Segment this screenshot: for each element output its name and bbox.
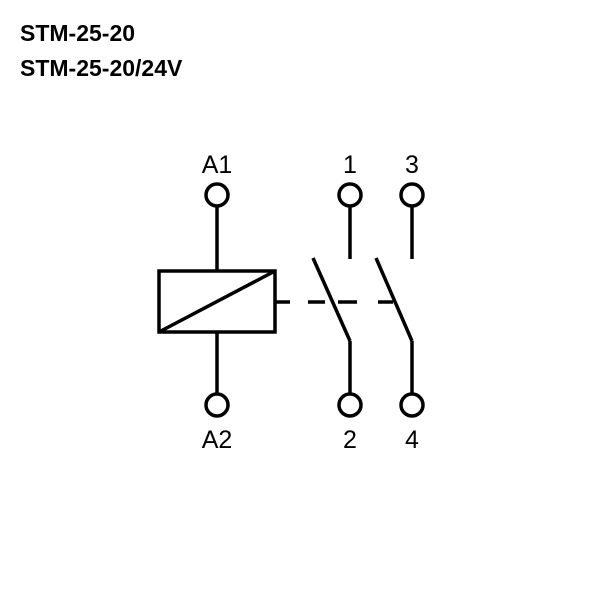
terminal-2-icon	[337, 392, 363, 418]
label-1: 1	[343, 151, 357, 179]
label-2: 2	[343, 426, 357, 454]
model-title: STM-25-20	[20, 20, 136, 46]
terminal-1-icon	[337, 182, 363, 208]
model-title-24v: STM-25-20/24V	[20, 55, 183, 81]
terminal-a1-icon	[204, 182, 230, 208]
terminal-4-icon	[399, 392, 425, 418]
contact-3-4	[374, 206, 414, 394]
label-4: 4	[405, 426, 419, 454]
terminal-3-icon	[399, 182, 425, 208]
label-3: 3	[405, 151, 419, 179]
label-a1: A1	[202, 151, 233, 179]
terminal-a2-icon	[204, 392, 230, 418]
coil	[157, 206, 277, 394]
label-a2: A2	[202, 426, 233, 454]
contact-1-2	[311, 206, 352, 394]
